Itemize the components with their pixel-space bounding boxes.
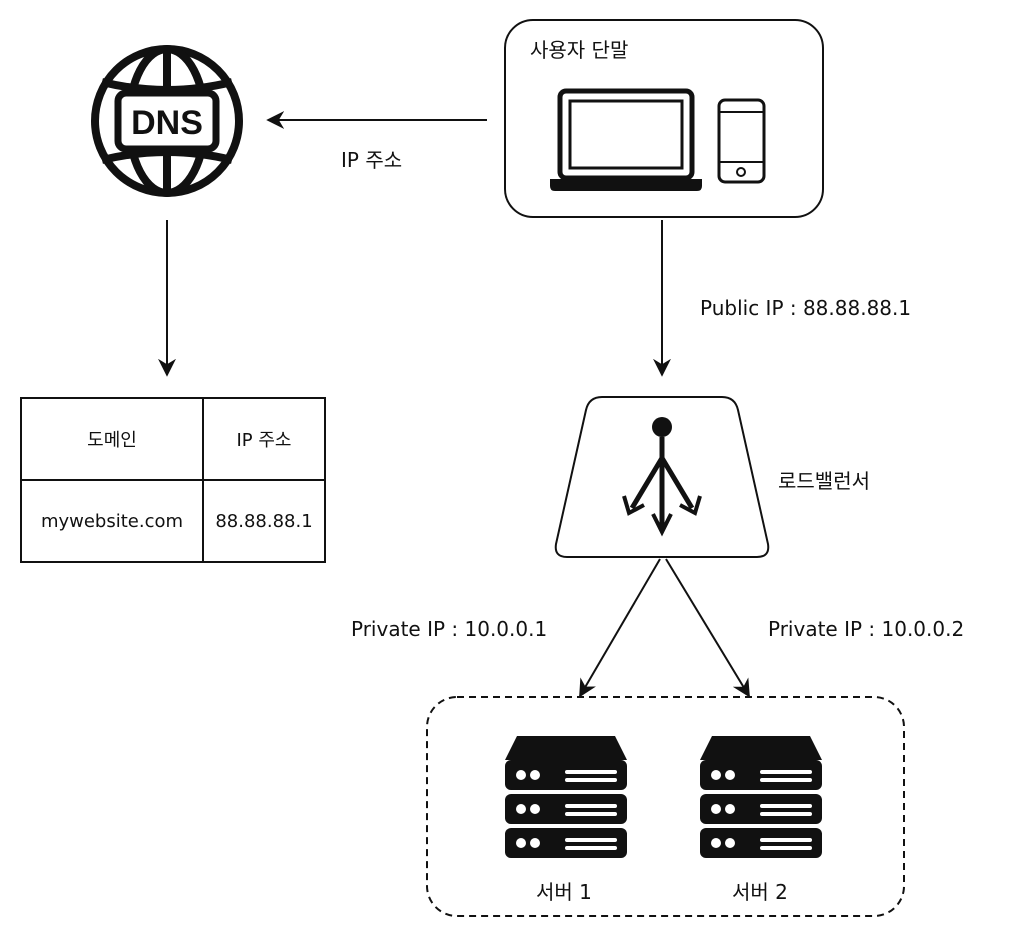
dns-globe-icon <box>91 45 243 197</box>
arrow-lb-to-server-1 <box>579 558 661 698</box>
load-balancer-icon <box>622 417 702 537</box>
server-2-icon <box>700 736 822 858</box>
private-ip-1-label: Private IP : 10.0.0.1 <box>351 617 548 641</box>
table-cell-domain: mywebsite.com <box>20 479 204 563</box>
arrow-lb-to-server-2 <box>665 558 750 698</box>
server-2-label: 서버 2 <box>732 880 788 904</box>
dns-table: 도메인 IP 주소 mywebsite.com 88.88.88.1 <box>20 397 326 563</box>
table-header-ip: IP 주소 <box>202 397 326 481</box>
table-header-domain: 도메인 <box>20 397 204 481</box>
server-group-box <box>426 696 905 917</box>
server-1-label: 서버 1 <box>536 880 592 904</box>
load-balancer-label: 로드밸런서 <box>778 469 870 493</box>
user-device-title: 사용자 단말 <box>530 38 629 62</box>
private-ip-2-label: Private IP : 10.0.0.2 <box>768 617 965 641</box>
laptop-icon <box>550 88 702 191</box>
dns-icon-text: DNS <box>131 104 203 142</box>
server-1-icon <box>505 736 627 858</box>
public-ip-label: Public IP : 88.88.88.1 <box>700 296 912 320</box>
table-row: mywebsite.com 88.88.88.1 <box>20 479 326 563</box>
dns-response-label: IP 주소 <box>341 148 403 172</box>
table-header-row: 도메인 IP 주소 <box>20 397 326 481</box>
phone-icon <box>717 98 766 184</box>
table-cell-ip: 88.88.88.1 <box>202 479 326 563</box>
